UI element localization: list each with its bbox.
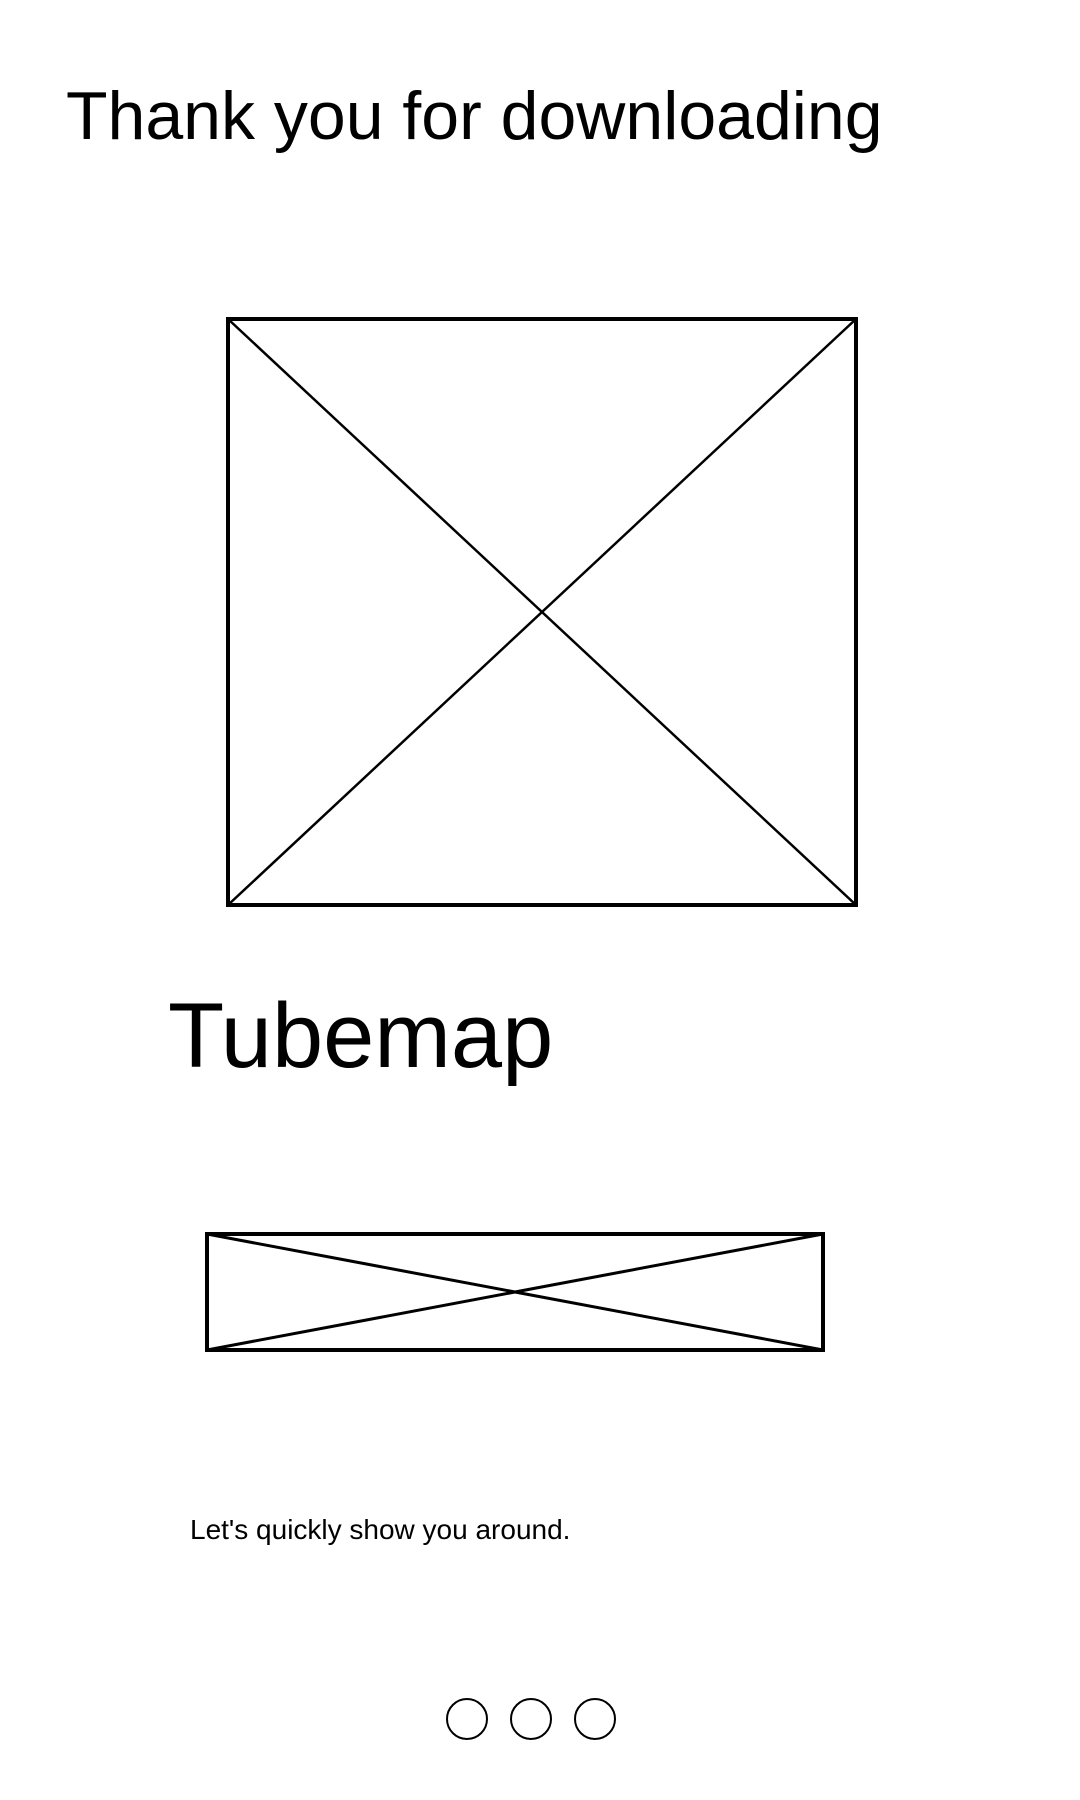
- app-name: Tubemap: [168, 985, 554, 1087]
- hero-image-placeholder-icon: [226, 317, 858, 907]
- page-dot-3[interactable]: [574, 1698, 616, 1740]
- page-dot-2[interactable]: [510, 1698, 552, 1740]
- intro-tagline: Let's quickly show you around.: [190, 1514, 571, 1545]
- page-indicator: [446, 1698, 616, 1740]
- welcome-heading: Thank you for downloading: [66, 78, 883, 154]
- banner-image-placeholder-icon: [205, 1232, 825, 1352]
- page-dot-1[interactable]: [446, 1698, 488, 1740]
